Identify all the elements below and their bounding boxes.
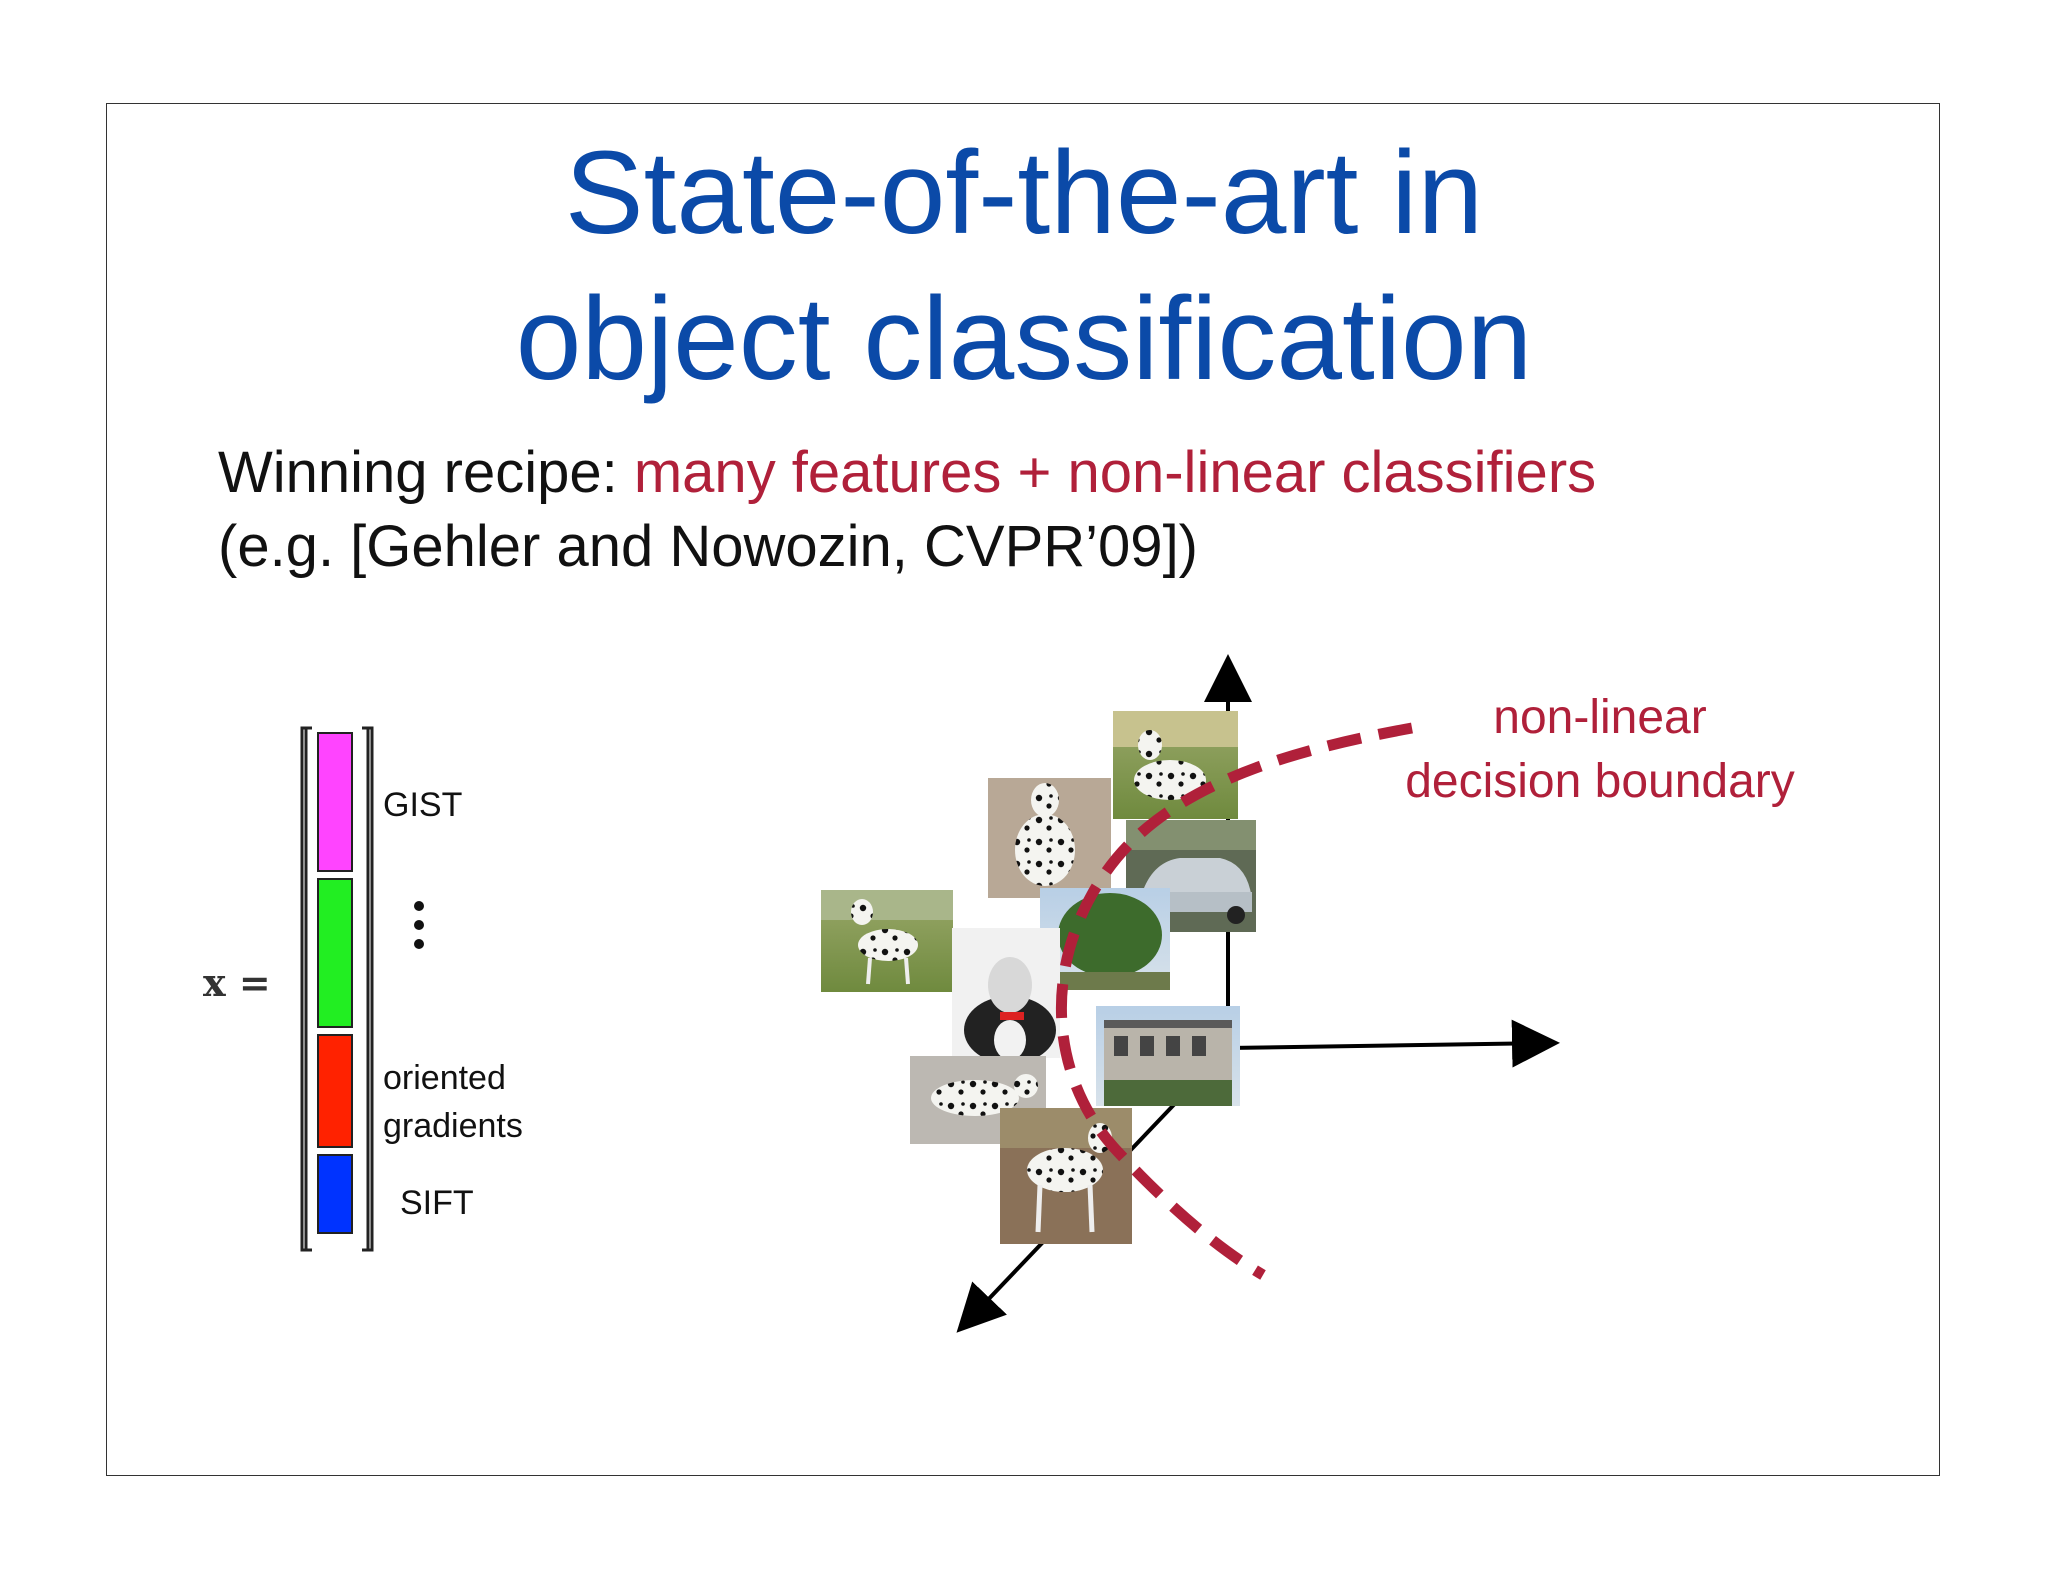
photo-dalmatian-sitting <box>988 778 1111 898</box>
vector-bracket-right <box>362 726 374 1252</box>
slide-title: State-of-the-art in object classificatio… <box>0 120 2048 412</box>
segment-middle <box>317 878 353 1028</box>
recipe-citation: (e.g. [Gehler and Nowozin, CVPR’09]) <box>218 514 1198 579</box>
recipe-highlight: many features + non-linear classifiers <box>633 440 1597 505</box>
photo-dalmatian-standing <box>1000 1108 1132 1244</box>
photo-dalmatian-left <box>821 890 953 992</box>
axis-horizontal <box>1227 1019 1560 1068</box>
decision-boundary-curve <box>1055 722 1413 1280</box>
title-line-1: State-of-the-art in <box>564 127 1484 259</box>
label-oriented: oriented <box>383 1059 506 1097</box>
feature-vector-lhs: x = <box>203 960 271 1005</box>
recipe-line: Winning recipe: many features + non-line… <box>218 436 1596 510</box>
segment-gist <box>317 732 353 872</box>
decision-boundary-label: non-linear decision boundary <box>1380 686 1820 814</box>
photo-dalmatian-lying <box>910 1056 1046 1144</box>
boundary-label-line-2: decision boundary <box>1405 755 1795 808</box>
vector-bracket-left <box>300 726 312 1252</box>
vertical-ellipsis-icon <box>414 901 424 949</box>
photo-building <box>1096 1006 1240 1106</box>
title-line-2: object classification <box>515 273 1533 405</box>
photo-great-dane <box>952 928 1060 1064</box>
label-gist: GIST <box>383 786 463 824</box>
slide-frame <box>106 103 1940 1476</box>
photo-dalmatian-top <box>1113 711 1238 819</box>
segment-oriented-gradients <box>317 1034 353 1148</box>
recipe-text: Winning recipe: many features + non-line… <box>218 436 1596 584</box>
segment-sift <box>317 1154 353 1234</box>
label-sift: SIFT <box>400 1184 474 1222</box>
recipe-prefix: Winning recipe: <box>218 440 634 505</box>
label-gradients: gradients <box>383 1107 523 1145</box>
boundary-label-line-1: non-linear <box>1493 691 1707 744</box>
